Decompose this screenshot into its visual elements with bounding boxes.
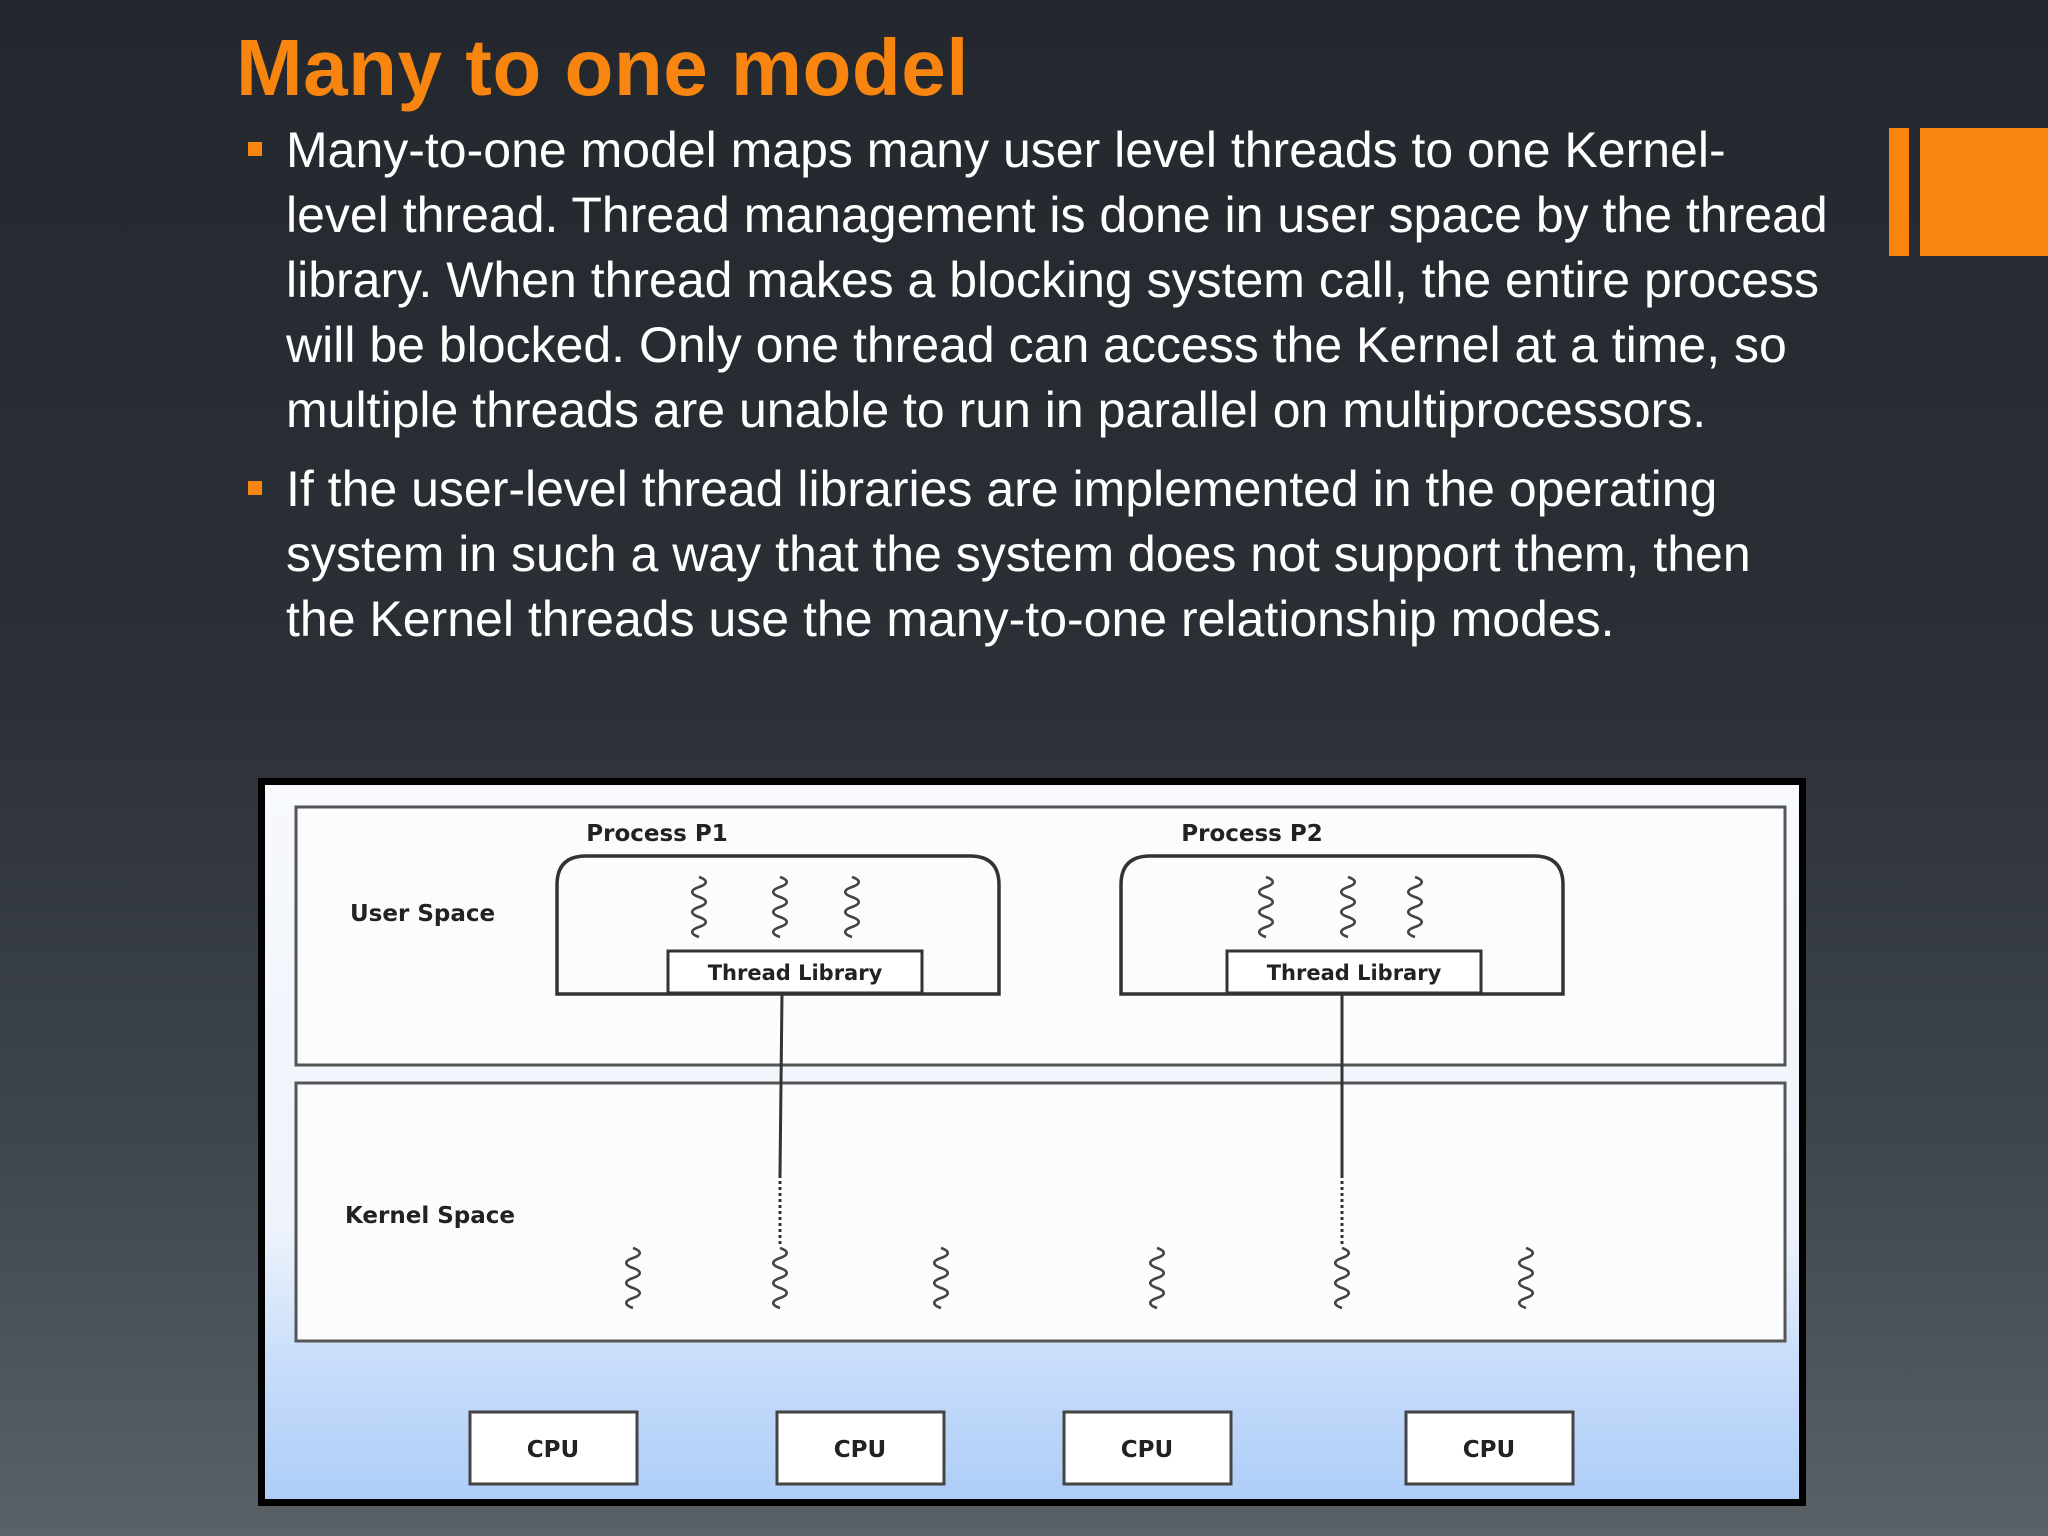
thread-library-label: Thread Library [1267, 961, 1442, 985]
slide-title: Many to one model [236, 23, 969, 112]
process-p1-box [555, 854, 1001, 996]
cpu-box: CPU [775, 1410, 946, 1486]
bullet-text: If the user-level thread libraries are i… [286, 461, 1751, 647]
user-space-label: User Space [350, 901, 495, 927]
cpu-label: CPU [834, 1437, 886, 1463]
p1-connector-line [778, 992, 784, 1176]
thread-library-label: Thread Library [708, 961, 883, 985]
process-p1-label: Process P1 [586, 821, 727, 847]
process-p2-label: Process P2 [1181, 821, 1322, 847]
bullet-item: If the user-level thread libraries are i… [248, 457, 1828, 652]
thread-model-diagram: User Space Kernel Space Process P1 Threa… [258, 778, 1806, 1506]
cpu-box: CPU [468, 1410, 639, 1486]
process-p2-box [1119, 854, 1565, 996]
user-space-region [294, 805, 1787, 1067]
diagram-svg: User Space Kernel Space Process P1 Threa… [294, 805, 1787, 1486]
kernel-space-region [294, 1081, 1787, 1343]
diagram-canvas: User Space Kernel Space Process P1 Threa… [265, 785, 1799, 1499]
bullet-text: Many-to-one model maps many user level t… [286, 122, 1828, 438]
square-bullet-icon [248, 481, 262, 495]
kernel-space-label: Kernel Space [345, 1203, 515, 1229]
process-p2: Process P2 Thread Library [1119, 821, 1565, 996]
cpu-box: CPU [1404, 1410, 1575, 1486]
square-bullet-icon [248, 142, 262, 156]
cpu-label: CPU [1463, 1437, 1515, 1463]
bullet-item: Many-to-one model maps many user level t… [248, 118, 1828, 443]
cpu-label: CPU [527, 1437, 579, 1463]
bullet-list: Many-to-one model maps many user level t… [248, 118, 1828, 666]
thread-library-box [666, 949, 924, 995]
cpu-label: CPU [1121, 1437, 1173, 1463]
thread-library-box [1225, 949, 1483, 995]
accent-bar-thin [1889, 128, 1909, 256]
accent-bar-block [1920, 128, 2048, 256]
cpu-box: CPU [1062, 1410, 1233, 1486]
process-p1: Process P1 Thread Library [555, 821, 1001, 996]
